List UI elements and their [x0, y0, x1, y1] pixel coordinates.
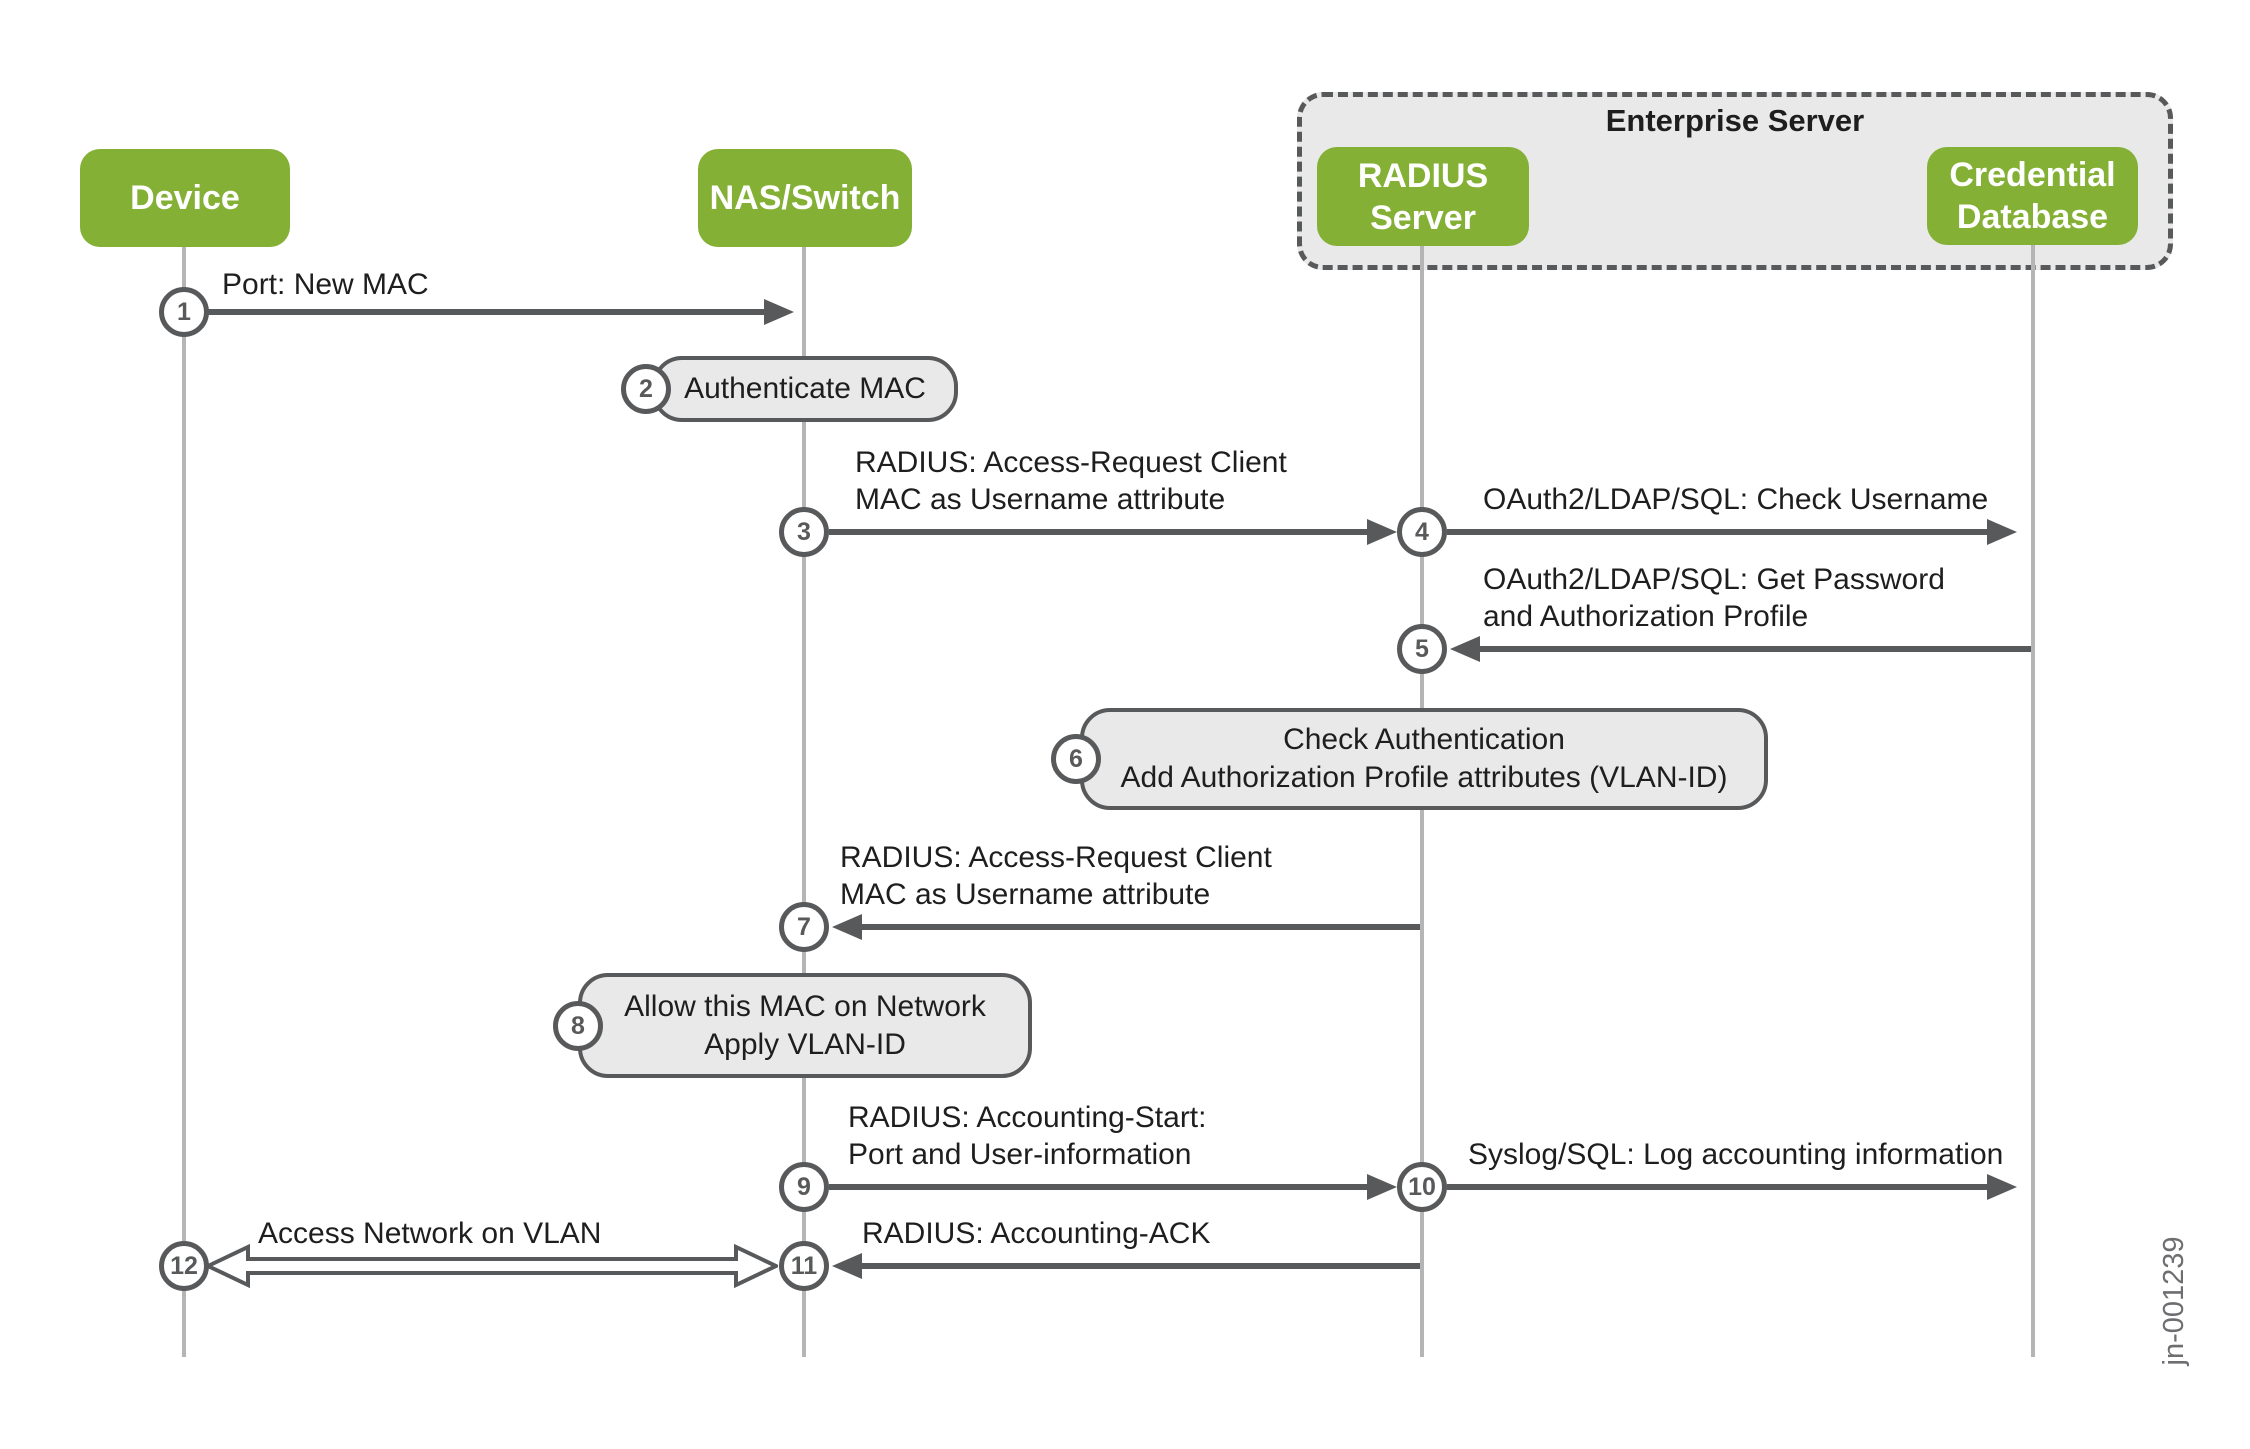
arrow-head-left-11	[832, 1253, 862, 1279]
step-circle-6: 6	[1051, 734, 1101, 784]
arrow-head-right-4	[1987, 519, 2017, 545]
actor-credential-database: Credential Database	[1927, 147, 2138, 245]
message-label-7: RADIUS: Access-Request Client MAC as Use…	[840, 841, 1272, 911]
arrow-line-10	[1447, 1184, 1987, 1190]
arrow-line-3	[829, 529, 1367, 535]
arrow-line-5	[1480, 646, 2031, 652]
enterprise-server-title: Enterprise Server	[1605, 103, 1865, 138]
double-arrow-access-network	[206, 1244, 778, 1288]
step-circle-3: 3	[779, 507, 829, 557]
arrow-line-11	[862, 1263, 1420, 1269]
actor-radius-server: RADIUS Server	[1317, 147, 1529, 246]
message-label-10: Syslog/SQL: Log accounting information	[1468, 1138, 2004, 1171]
message-label-12: Access Network on VLAN	[258, 1217, 602, 1250]
arrow-line-4	[1447, 529, 1987, 535]
step-circle-5: 5	[1397, 624, 1447, 674]
arrow-head-right-9	[1367, 1174, 1397, 1200]
lifeline-nas-switch	[802, 247, 806, 1357]
arrow-head-right-10	[1987, 1174, 2017, 1200]
message-label-11: RADIUS: Accounting-ACK	[862, 1217, 1211, 1250]
arrow-head-right-3	[1367, 519, 1397, 545]
arrow-line-9	[829, 1184, 1367, 1190]
message-label-1: Port: New MAC	[222, 268, 429, 301]
arrow-head-right-1	[764, 299, 794, 325]
arrow-head-left-5	[1450, 636, 1480, 662]
step-circle-12: 12	[159, 1241, 209, 1291]
actor-device: Device	[80, 149, 290, 247]
step-circle-7: 7	[779, 902, 829, 952]
actor-nas-switch: NAS/Switch	[698, 149, 912, 247]
process-box-check-authentication: Check Authentication Add Authorization P…	[1080, 708, 1768, 810]
lifeline-credential-database	[2031, 245, 2035, 1357]
arrow-head-left-7	[832, 914, 862, 940]
step-circle-11: 11	[779, 1241, 829, 1291]
message-label-9: RADIUS: Accounting-Start: Port and User-…	[848, 1101, 1207, 1171]
step-circle-9: 9	[779, 1162, 829, 1212]
step-circle-2: 2	[621, 364, 671, 414]
lifeline-device	[182, 247, 186, 1357]
process-box-authenticate-mac: Authenticate MAC	[652, 356, 958, 422]
process-box-allow-mac: Allow this MAC on Network Apply VLAN-ID	[578, 973, 1032, 1078]
step-circle-1: 1	[159, 287, 209, 337]
message-label-5: OAuth2/LDAP/SQL: Get Password and Author…	[1483, 563, 1945, 633]
step-circle-4: 4	[1397, 507, 1447, 557]
step-circle-10: 10	[1397, 1162, 1447, 1212]
message-label-3: RADIUS: Access-Request Client MAC as Use…	[855, 446, 1287, 516]
arrow-line-1	[208, 309, 764, 315]
arrow-line-7	[862, 924, 1420, 930]
step-circle-8: 8	[553, 1001, 603, 1051]
watermark: jn-001239	[2158, 1236, 2190, 1366]
message-label-4: OAuth2/LDAP/SQL: Check Username	[1483, 483, 1989, 516]
